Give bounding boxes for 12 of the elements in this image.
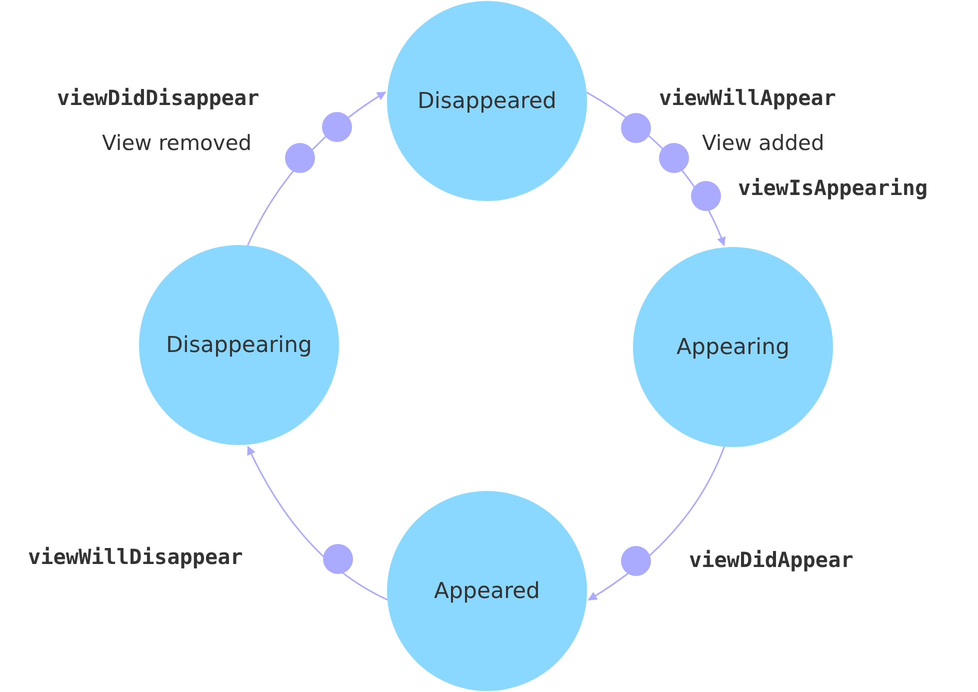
- method-name: viewDidAppear: [689, 548, 854, 572]
- event-label: View added: [702, 131, 824, 155]
- arrow: [247, 446, 388, 600]
- event-label: View removed: [102, 131, 252, 155]
- method-name: viewDidDisappear: [57, 86, 260, 110]
- state-label: Disappeared: [417, 88, 556, 114]
- state-label: Appearing: [676, 334, 790, 360]
- method-name: viewWillAppear: [659, 86, 836, 110]
- method-name: viewIsAppearing: [738, 176, 928, 200]
- method-name: viewWillDisappear: [28, 545, 243, 569]
- state-label: Appeared: [434, 578, 540, 604]
- state-label: Disappearing: [166, 332, 312, 358]
